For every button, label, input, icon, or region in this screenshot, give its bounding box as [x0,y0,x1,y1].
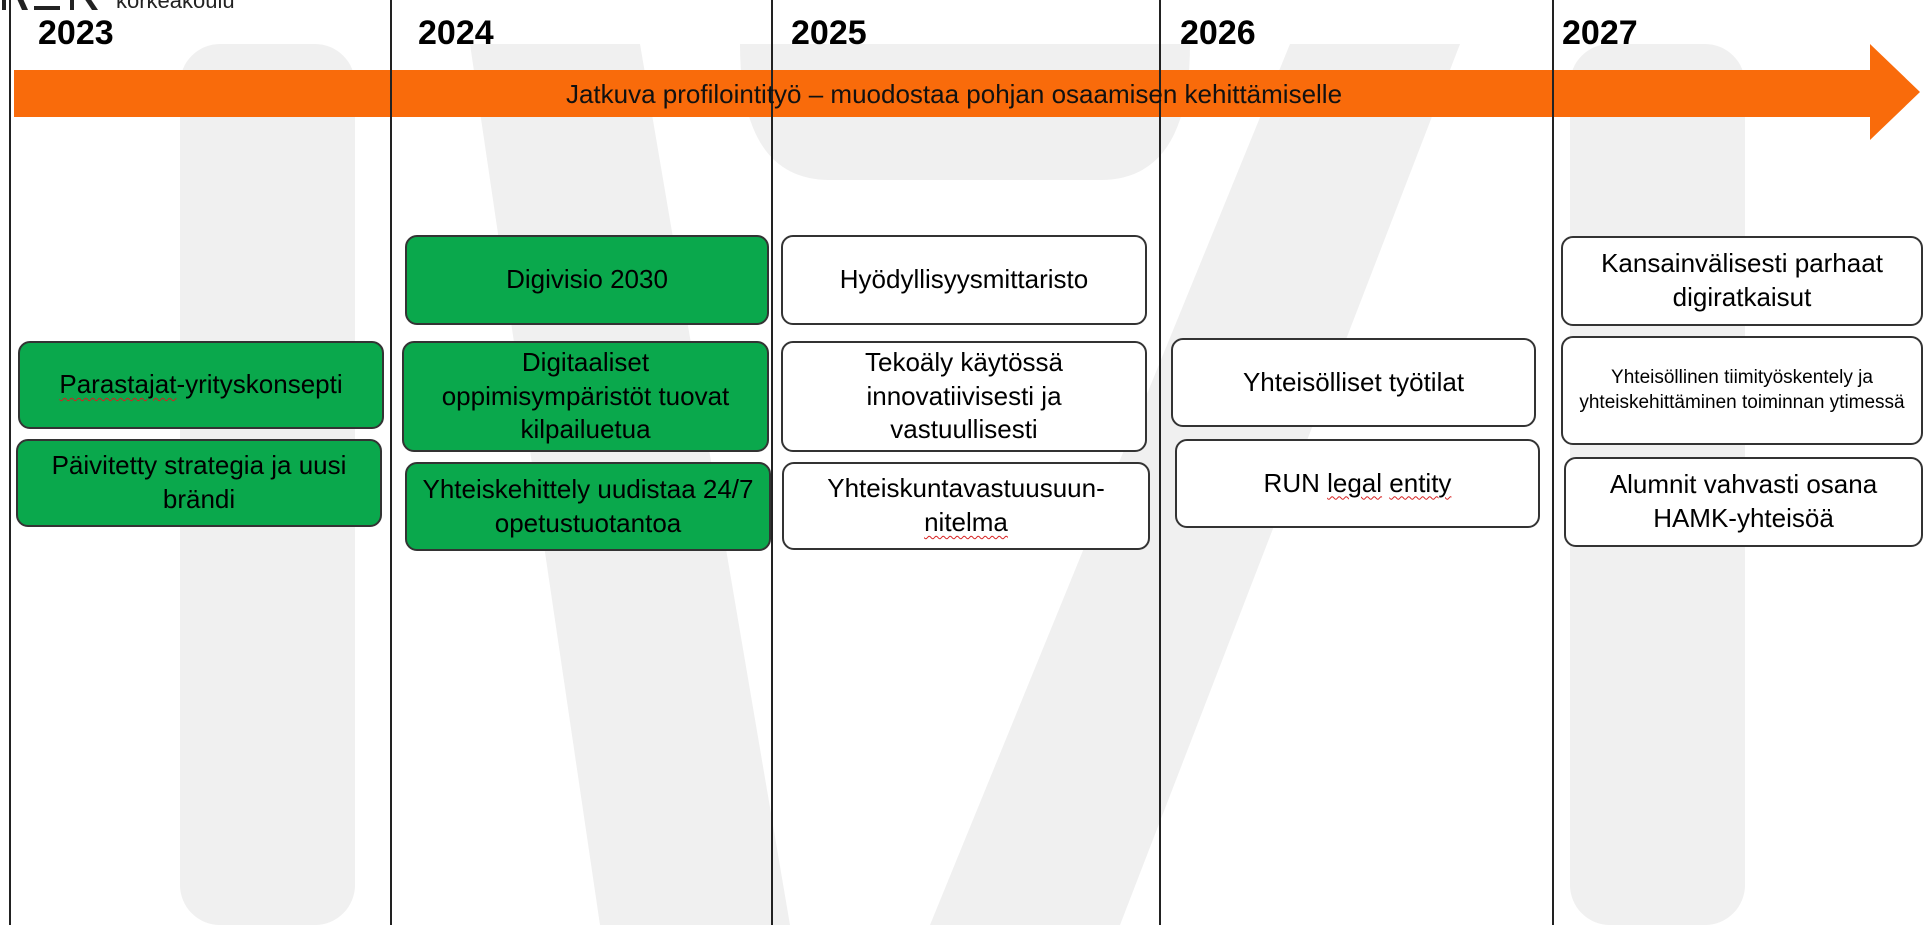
milestone-card: Kansainvälisesti parhaat digiratkaisut [1561,236,1923,326]
arrow-label: Jatkuva profilointityö – muodostaa pohja… [565,78,1343,109]
hamk-logo: korkeakoulu [0,0,235,14]
milestone-text: RUN legal entity [1264,467,1452,501]
spellcheck-word: entity [1389,467,1452,498]
milestone-card: Yhteiskehittely uudistaa 24/7 opetustuot… [405,462,771,551]
year-heading: 2025 [791,14,867,52]
milestone-text: Parastajat-yrityskonsepti [59,368,342,402]
logo-mark-icon [2,0,98,10]
column-divider [1159,0,1161,925]
milestone-card: Päivitetty strategia ja uusi brändi [16,439,382,527]
milestone-card: Alumnit vahvasti osana HAMK-yhteisöä [1564,457,1923,547]
milestone-text-part: RUN [1263,467,1328,498]
milestone-card: Hyödyllisyysmittaristo [781,235,1147,325]
milestone-card: Tekoäly käytössä innovatiivisesti ja vas… [781,341,1147,452]
year-heading: 2026 [1180,14,1256,52]
spellcheck-word: legal [1327,467,1383,498]
year-heading: 2023 [38,14,114,52]
milestone-card: RUN legal entity [1175,439,1540,528]
logo-text: korkeakoulu [116,0,235,13]
milestone-card: Yhteisöllinen tiimityöskentely ja yhteis… [1561,336,1923,445]
column-divider [771,0,773,925]
milestone-text: Yhteiskuntavastuusuun-nitelma [827,472,1105,540]
milestone-card: Digivisio 2030 [405,235,769,325]
timeline-arrow [14,44,1920,140]
column-divider [9,0,11,925]
milestone-card: Yhteisölliset työtilat [1171,338,1536,427]
column-divider [1552,0,1554,925]
year-heading: 2027 [1562,14,1638,52]
milestone-card: Yhteiskuntavastuusuun-nitelma [782,462,1150,550]
milestone-text-part: -yrityskonsepti [176,369,343,400]
milestone-text-part: Yhteiskuntavastuusuun- [827,473,1105,504]
milestone-card: Digitaaliset oppimisympäristöt tuovat ki… [402,341,769,452]
spellcheck-word: nitelma [924,507,1008,537]
column-divider [390,0,392,925]
milestone-card: Parastajat-yrityskonsepti [18,341,384,429]
spellcheck-word: Parastajat [59,369,177,400]
year-heading: 2024 [418,14,494,52]
